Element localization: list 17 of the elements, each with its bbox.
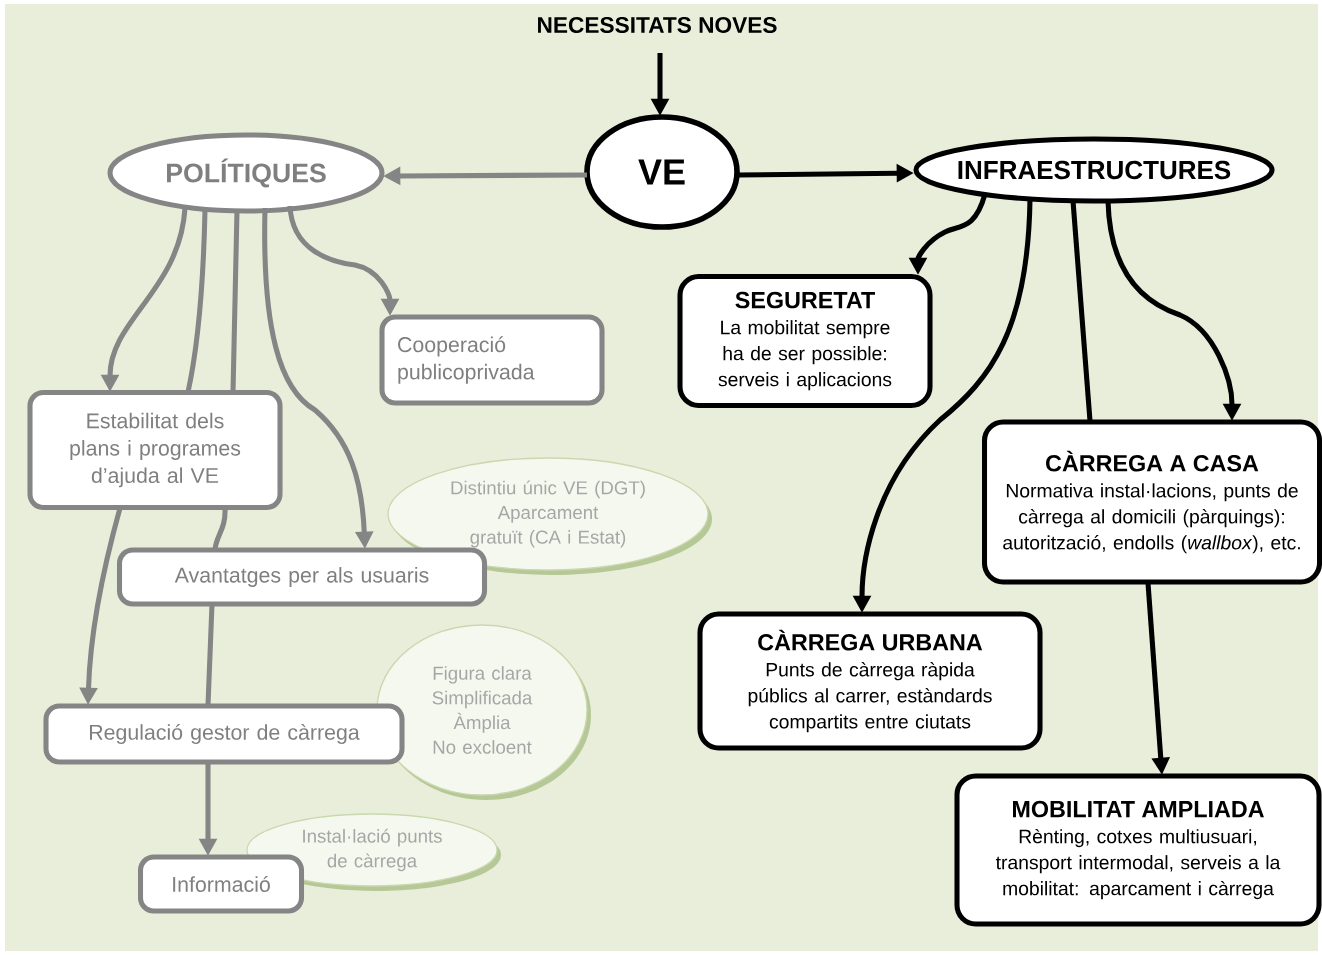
ellipse-node: VE xyxy=(584,114,740,230)
rounded-box: Avantatges per als usuaris xyxy=(116,547,488,607)
rounded-box: SEGURETAT La mobilitat sempre ha de ser possible: serveis i aplicacions xyxy=(677,273,933,409)
rounded-box: Informació xyxy=(137,854,305,914)
ellipse-node: INFRAESTRUCTURES xyxy=(913,136,1275,204)
rounded-box: CÀRREGA A CASA Normativa instal·lacions, punts de càrrega al domicili (pàrquings): autorització, endolls (wallbox), etc. xyxy=(981,419,1322,585)
rounded-box: CÀRREGA URBANA Punts de càrrega ràpida públics al carrer, estàndards compartits entre ciutats xyxy=(697,611,1043,751)
ellipse-node: POLÍTIQUES xyxy=(107,132,385,214)
connector-line xyxy=(185,209,208,393)
heading-text: NECESSITATS NOVES xyxy=(538,16,777,34)
rounded-box: Regulació gestor de càrrega xyxy=(43,703,405,765)
rounded-box: Cooperació publicoprivada xyxy=(379,314,605,406)
connector-line xyxy=(212,508,228,551)
connector-line xyxy=(205,603,215,706)
connector-line xyxy=(1070,200,1093,422)
rounded-box: Estabilitat dels plans i programes d’ajuda al VE xyxy=(27,389,283,511)
rounded-box: MOBILITAT AMPLIADA Rènting, cotxes multiusuari, transport intermodal, serveis a la mobilitat: aparcament i càrrega xyxy=(954,773,1322,927)
